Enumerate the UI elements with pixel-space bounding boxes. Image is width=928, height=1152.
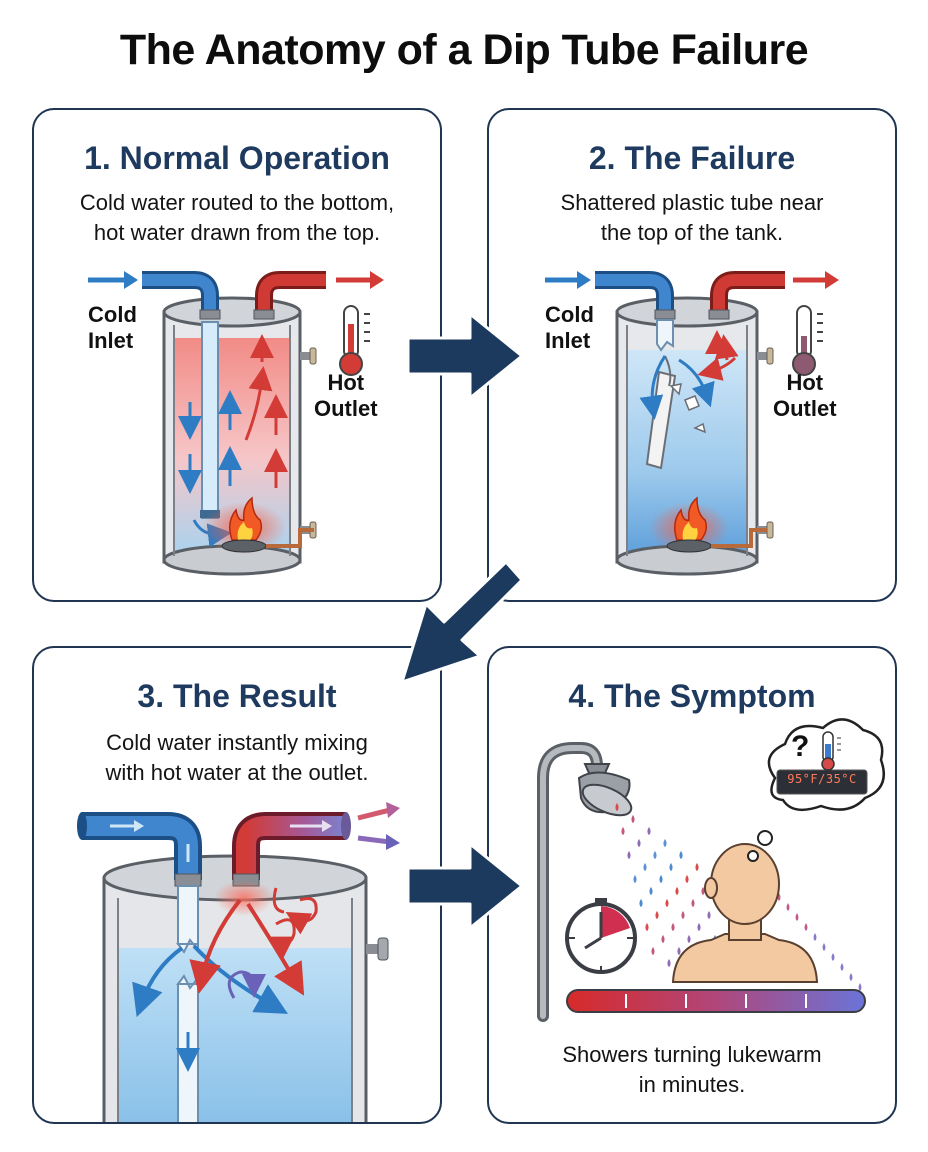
water-droplet — [681, 910, 685, 920]
panel-title: 3. The Result — [137, 678, 337, 714]
water-droplet — [691, 898, 695, 908]
water-droplet — [858, 983, 862, 991]
water-droplet — [795, 913, 799, 921]
cold-inlet-pipe — [142, 271, 221, 320]
clock-icon — [565, 898, 637, 974]
shower-head-icon — [577, 763, 633, 817]
water-droplet — [675, 886, 679, 896]
broken-dip-tube — [645, 319, 707, 470]
shower-symptom-illustration — [537, 718, 885, 1022]
mixed-water-arrows — [357, 802, 400, 850]
water-droplet — [687, 934, 691, 944]
flow-arrow-right-icon — [406, 312, 524, 400]
water-droplet — [822, 943, 826, 951]
flow-arrow-right-icon — [406, 842, 524, 930]
panel-title: 4. The Symptom — [568, 678, 816, 714]
person-icon — [671, 843, 819, 983]
hot-outlet-arrow-icon — [793, 271, 839, 289]
water-droplet — [849, 973, 853, 981]
hot-outlet-pipe — [253, 271, 326, 320]
panel-title: 2. The Failure — [588, 140, 796, 176]
hot-outlet-arrow-icon — [336, 271, 384, 289]
water-droplet — [671, 922, 675, 932]
water-droplet — [701, 886, 705, 896]
water-droplet — [645, 922, 649, 932]
water-droplet — [653, 850, 657, 860]
thought-bubble-icon — [747, 718, 885, 862]
water-droplet — [831, 953, 835, 961]
water-droplet — [649, 886, 653, 896]
water-droplet — [840, 963, 844, 971]
water-flow-arrows — [639, 330, 739, 420]
flow-arrow-diagonal-icon — [400, 560, 524, 684]
flame-icon — [202, 496, 314, 554]
water-droplet — [651, 946, 655, 956]
thermometer-icon — [792, 305, 823, 376]
temperature-display: 95°F/35°C — [787, 772, 857, 786]
mixing-flow-arrows — [132, 887, 318, 1072]
water-droplet — [707, 910, 711, 920]
panel-normal-operation: 1. Normal Operation Cold water routed to… — [32, 108, 442, 602]
water-droplet — [663, 838, 667, 848]
water-droplet — [677, 946, 681, 956]
water-droplet — [647, 826, 651, 836]
water-droplet — [627, 850, 631, 860]
water-droplet — [659, 874, 663, 884]
dip-tube — [200, 321, 220, 519]
cold-inlet-pipe — [595, 271, 676, 320]
thermometer-icon — [339, 305, 370, 376]
water-droplet — [804, 923, 808, 931]
panel-result: 3. The Result Cold water instantly mixin… — [32, 646, 442, 1124]
water-droplet — [621, 826, 625, 836]
panel-symptom: 4. The Symptom — [487, 646, 897, 1124]
water-droplets — [615, 802, 862, 991]
panel-failure: 2. The Failure Shattered plastic tube ne… — [487, 108, 897, 602]
cold-inlet-arrow-icon — [545, 271, 591, 289]
cold-inlet-arrow-icon — [88, 271, 138, 289]
flame-icon — [649, 496, 767, 554]
hot-outlet-pipe — [708, 271, 785, 320]
thermometer-icon — [821, 731, 841, 771]
water-droplet — [633, 874, 637, 884]
shower-pipe — [537, 742, 603, 1022]
temperature-gradient-bar — [566, 989, 866, 1013]
page-title: The Anatomy of a Dip Tube Failure — [119, 26, 809, 74]
water-droplet — [667, 958, 671, 968]
water-droplet — [615, 802, 619, 812]
water-droplet — [679, 850, 683, 860]
panel-description: Cold water routed to the bottom,hot wate… — [79, 190, 395, 245]
panel-title: 1. Normal Operation — [84, 140, 390, 176]
water-droplet — [665, 898, 669, 908]
water-droplet — [661, 934, 665, 944]
water-droplet — [697, 922, 701, 932]
water-droplet — [643, 862, 647, 872]
water-heater-normal-illustration — [88, 271, 384, 576]
water-droplet — [669, 862, 673, 872]
water-droplet — [685, 874, 689, 884]
water-droplet — [695, 862, 699, 872]
water-droplet — [813, 933, 817, 941]
question-mark-icon: ? — [791, 730, 810, 763]
water-mixing-illustration — [77, 802, 400, 1122]
water-heater-failure-illustration — [545, 271, 839, 576]
water-droplet — [639, 898, 643, 908]
cold-inlet-pipe — [77, 812, 202, 887]
water-droplet — [637, 838, 641, 848]
water-droplet — [631, 814, 635, 824]
water-droplet — [655, 910, 659, 920]
water-droplet — [786, 903, 790, 911]
